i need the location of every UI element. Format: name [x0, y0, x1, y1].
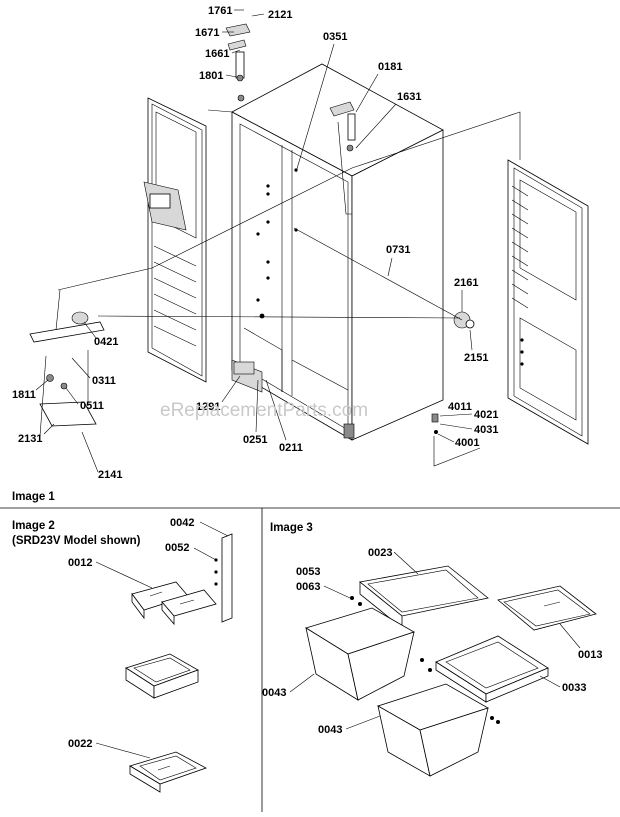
label-0053: 0053	[296, 566, 320, 578]
freezer-door	[143, 97, 207, 383]
label-0251: 0251	[243, 434, 267, 446]
image2-caption: Image 2	[12, 520, 55, 532]
label-0181: 0181	[378, 61, 402, 73]
label-0042: 0042	[170, 517, 194, 529]
label-4011: 4011	[448, 401, 472, 413]
label-0421: 0421	[94, 336, 118, 348]
label-0063: 0063	[296, 581, 320, 593]
fresh-food-door-bins	[511, 185, 529, 309]
label-0022: 0022	[68, 738, 92, 750]
label-0311: 0311	[92, 375, 116, 387]
label-2121: 2121	[268, 9, 292, 21]
label-1291: 1291	[196, 401, 220, 413]
watermark: eReplacementParts.com	[160, 400, 368, 421]
top-hinge-assembly	[225, 23, 356, 152]
label-1661: 1661	[205, 48, 229, 60]
cabinet-screw-holes	[256, 168, 298, 319]
label-2151: 2151	[464, 352, 488, 364]
label-1811: 1811	[12, 389, 36, 401]
label-0023: 0023	[368, 547, 392, 559]
label-4001: 4001	[455, 437, 479, 449]
label-1761: 1761	[208, 5, 232, 17]
image1-part-labels: 1761 2121 1671 1661 1801 0351 0181 1631 …	[12, 5, 498, 481]
label-0043-lower: 0043	[318, 724, 342, 736]
label-1671: 1671	[195, 27, 219, 39]
label-1801: 1801	[199, 70, 223, 82]
label-0043-upper: 0043	[262, 687, 286, 699]
label-0511: 0511	[80, 400, 104, 412]
label-0012: 0012	[68, 557, 92, 569]
image1-caption: Image 1	[12, 491, 55, 503]
small-parts	[29, 311, 475, 434]
label-2161: 2161	[454, 277, 478, 289]
label-4021: 4021	[474, 409, 498, 421]
label-0351: 0351	[323, 31, 347, 43]
image3-caption: Image 3	[270, 522, 313, 534]
image2-parts	[125, 533, 233, 793]
label-2141: 2141	[98, 469, 122, 481]
label-0013: 0013	[578, 649, 602, 661]
label-1631: 1631	[397, 91, 421, 103]
panel-dividers	[0, 507, 620, 812]
image3-part-labels: 0023 0053 0063 0013 0043 0033 0043	[262, 547, 602, 736]
label-0033: 0033	[562, 682, 586, 694]
label-0211: 0211	[279, 442, 303, 454]
image3-parts	[305, 565, 597, 777]
image2-subcaption: (SRD23V Model shown)	[12, 535, 141, 547]
image2-part-labels: 0042 0052 0012 0022	[68, 517, 229, 759]
freezer-door-shelves	[153, 245, 197, 347]
assembly-lines	[39, 109, 521, 467]
label-0731: 0731	[386, 244, 410, 256]
fresh-food-door	[507, 159, 589, 445]
label-0052: 0052	[165, 542, 189, 554]
label-4031: 4031	[474, 424, 498, 436]
label-2131: 2131	[18, 433, 42, 445]
